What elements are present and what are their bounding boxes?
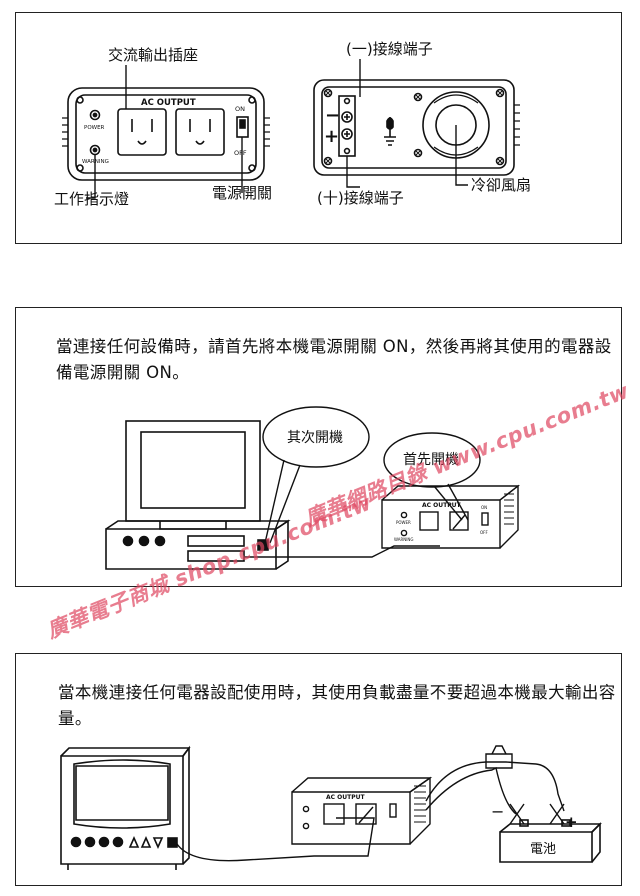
inverter-off: OFF <box>480 530 488 535</box>
power-switch-label: 電源開關 <box>212 184 272 202</box>
inverter-on: ON <box>481 505 487 510</box>
inverter-warning: WARNING <box>394 537 414 542</box>
bubble-first <box>383 432 481 521</box>
battery-label: 電池 <box>530 842 556 857</box>
tv-cord <box>176 817 375 862</box>
svg-text:+: + <box>324 126 339 147</box>
bubble-first-text: 首先開機 <box>403 452 459 468</box>
ac-outlet-label: 交流輸出插座 <box>108 46 198 64</box>
fan-label: 冷卻風扇 <box>471 176 531 194</box>
ac-output-text: AC OUTPUT <box>141 98 196 108</box>
battery-clamps <box>509 803 565 825</box>
rear-panel-drawing <box>313 79 520 176</box>
power-cord <box>244 545 440 558</box>
inverter-drawing <box>381 484 521 549</box>
indicator-label: 工作指示燈 <box>54 190 129 208</box>
power-on-illustration: 其次開機 首先開機 AC OUTPUT POWER WARNING ON OFF <box>105 406 521 570</box>
warning-text: WARNING <box>82 159 109 165</box>
pos-terminal-label: (十)接線端子 <box>317 189 404 207</box>
neg-terminal-label: (一)接線端子 <box>346 40 433 58</box>
inverter-drawing-3 <box>291 776 433 845</box>
plus-sign: + <box>565 813 578 831</box>
battery-drawing <box>499 819 602 863</box>
inverter-parts-diagram: AC OUTPUT POWER WARNING ON OFF 交流輸出插座 工作… <box>15 12 622 244</box>
load-capacity-section: 當本機連接任何電器設配使用時，其使用負載盡量不要超過本機最大輸出容量。 <box>15 653 622 886</box>
inverter-power: POWER <box>396 520 411 525</box>
computer-drawing <box>105 420 291 570</box>
tv-drawing <box>60 745 191 870</box>
on-text: ON <box>235 105 245 113</box>
inverter-ac-output: AC OUTPUT <box>422 502 461 509</box>
load-capacity-illustration: AC OUTPUT − + 電池 <box>60 745 602 870</box>
battery-cables <box>425 745 565 815</box>
inverter-parts-illustration: AC OUTPUT POWER WARNING ON OFF 交流輸出插座 工作… <box>54 40 531 208</box>
minus-sign: − <box>491 802 504 821</box>
power-on-instruction: 當連接任何設備時，請首先將本機電源開關 ON，然後再將其使用的電器設備電源開關 … <box>56 337 612 382</box>
off-text: OFF <box>234 149 247 157</box>
inverter-ac-output-3: AC OUTPUT <box>326 794 365 801</box>
bubble-second-text: 其次開機 <box>287 430 343 446</box>
power-on-order-section: 當連接任何設備時，請首先將本機電源開關 ON，然後再將其使用的電器設備電源開關 … <box>15 307 622 587</box>
power-text: POWER <box>84 125 105 131</box>
bubble-second <box>262 406 370 544</box>
svg-text:−: − <box>325 105 340 126</box>
load-capacity-instruction: 當本機連接任何電器設配使用時，其使用負載盡量不要超過本機最大輸出容量。 <box>58 683 616 728</box>
